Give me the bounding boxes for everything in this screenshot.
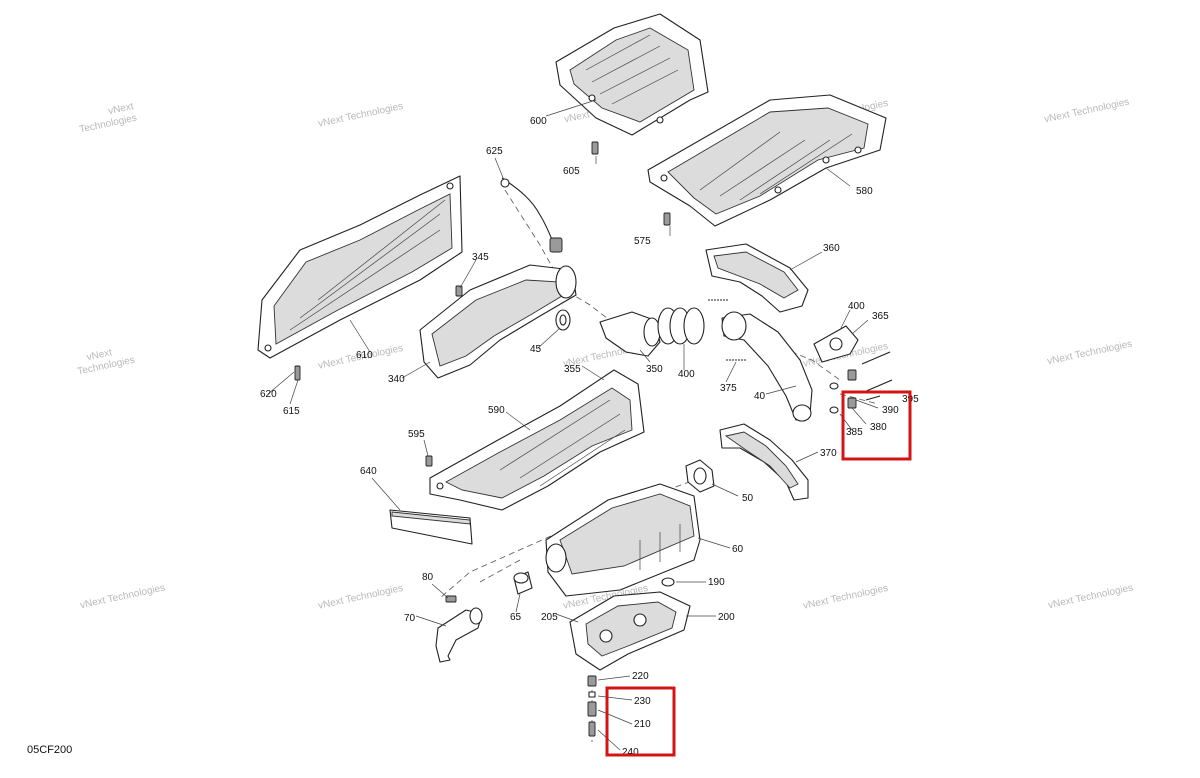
callout-220: 220: [632, 671, 649, 682]
callout-370: 370: [820, 448, 837, 459]
callout-70: 70: [404, 613, 416, 624]
hardware-stack-210-240: [587, 675, 597, 737]
highlight-box-hardware-380-390: [841, 390, 912, 461]
shield-strip-640: [389, 509, 473, 545]
watermark: vNext Technologies: [1047, 582, 1134, 611]
watermark: vNext Technologies: [1043, 97, 1130, 126]
callout-400b: 400: [678, 369, 695, 380]
watermark: vNext Technologies: [317, 101, 404, 130]
rear-pipe-370: [719, 423, 809, 501]
callout-380: 380: [870, 422, 887, 433]
callout-60: 60: [732, 544, 744, 555]
callout-355: 355: [564, 364, 581, 375]
callout-240: 240: [622, 747, 639, 758]
fastener-575: [663, 212, 671, 226]
callout-50: 50: [742, 493, 754, 504]
callout-385: 385: [846, 427, 863, 438]
svg-text:vNext: vNext: [107, 101, 135, 117]
gasket-45: [555, 309, 571, 331]
heat-shield-600: [555, 13, 709, 136]
watermark: vNext Technologies: [802, 583, 889, 612]
tail-pipe-70: [435, 607, 483, 663]
callout-40: 40: [754, 391, 766, 402]
callout-65: 65: [510, 612, 522, 623]
bracket-200: [569, 591, 691, 671]
callout-345: 345: [472, 252, 489, 263]
callout-400a: 400: [848, 301, 865, 312]
fastener-595: [425, 455, 433, 467]
clamp-400: [657, 307, 705, 345]
callout-350: 350: [646, 364, 663, 375]
front-pipe-350: [599, 311, 661, 357]
heat-shield-610: [257, 175, 463, 359]
callout-375: 375: [720, 383, 737, 394]
callout-595: 595: [408, 429, 425, 440]
svg-text:vNext Technologies: vNext Technologies: [802, 583, 889, 612]
watermark: vNext Technologies: [79, 582, 166, 611]
pipe-shield-340: [419, 264, 577, 379]
callout-210: 210: [634, 719, 651, 730]
callout-610: 610: [356, 350, 373, 361]
heat-shield-590: [429, 369, 645, 511]
heat-shield-580: [647, 94, 887, 227]
callout-360: 360: [823, 243, 840, 254]
callout-590: 590: [488, 405, 505, 416]
bushing-65: [513, 571, 533, 595]
watermark: vNext Technologies: [317, 583, 404, 612]
heat-shield-360: [705, 243, 809, 313]
callout-200: 200: [718, 612, 735, 623]
callout-labels: 600 605 580 575 625 360 345 400 365 610 …: [260, 116, 919, 758]
callout-205: 205: [541, 612, 558, 623]
svg-text:vNext Technologies: vNext Technologies: [1046, 339, 1133, 368]
callout-390: 390: [882, 405, 899, 416]
callout-580: 580: [856, 186, 873, 197]
gasket-50: [685, 459, 715, 493]
callout-80: 80: [422, 572, 434, 583]
callout-340: 340: [388, 374, 405, 385]
muffler-60: [545, 483, 701, 597]
highlight-box-hardware-210-240: [605, 686, 676, 757]
svg-text:vNext Technologies: vNext Technologies: [317, 101, 404, 130]
callout-625: 625: [486, 146, 503, 157]
callout-365: 365: [872, 311, 889, 322]
grommet-190: [661, 577, 675, 587]
svg-text:vNext Technologies: vNext Technologies: [1047, 582, 1134, 611]
spring-375: [708, 299, 746, 361]
callout-620: 620: [260, 389, 277, 400]
sensor-625: [500, 177, 563, 253]
watermark: vNext Technologies: [77, 347, 136, 377]
svg-text:vNext Technologies: vNext Technologies: [1043, 97, 1130, 126]
fastener-620: [294, 365, 301, 381]
callout-575: 575: [634, 236, 651, 247]
fastener-345: [455, 285, 463, 297]
callout-600: 600: [530, 116, 547, 127]
callout-45: 45: [530, 344, 542, 355]
svg-text:vNext Technologies: vNext Technologies: [79, 582, 166, 611]
watermark: vNext Technologies: [1046, 339, 1133, 368]
svg-text:vNext Technologies: vNext Technologies: [317, 583, 404, 612]
flange-365: [813, 325, 859, 363]
manifold-pipe-40: [721, 311, 813, 422]
drawing-code: 05CF200: [27, 744, 73, 756]
hardware-group-380-395: [829, 351, 893, 414]
callout-615: 615: [283, 406, 300, 417]
fastener-80: [445, 595, 457, 603]
callout-640: 640: [360, 466, 377, 477]
fastener-605: [591, 141, 599, 155]
svg-text:Technologies: Technologies: [79, 113, 138, 136]
callout-230: 230: [634, 696, 651, 707]
svg-text:vNext: vNext: [86, 347, 114, 363]
callout-605: 605: [563, 166, 580, 177]
watermark: vNext Technologies: [79, 101, 138, 136]
callout-190: 190: [708, 577, 725, 588]
